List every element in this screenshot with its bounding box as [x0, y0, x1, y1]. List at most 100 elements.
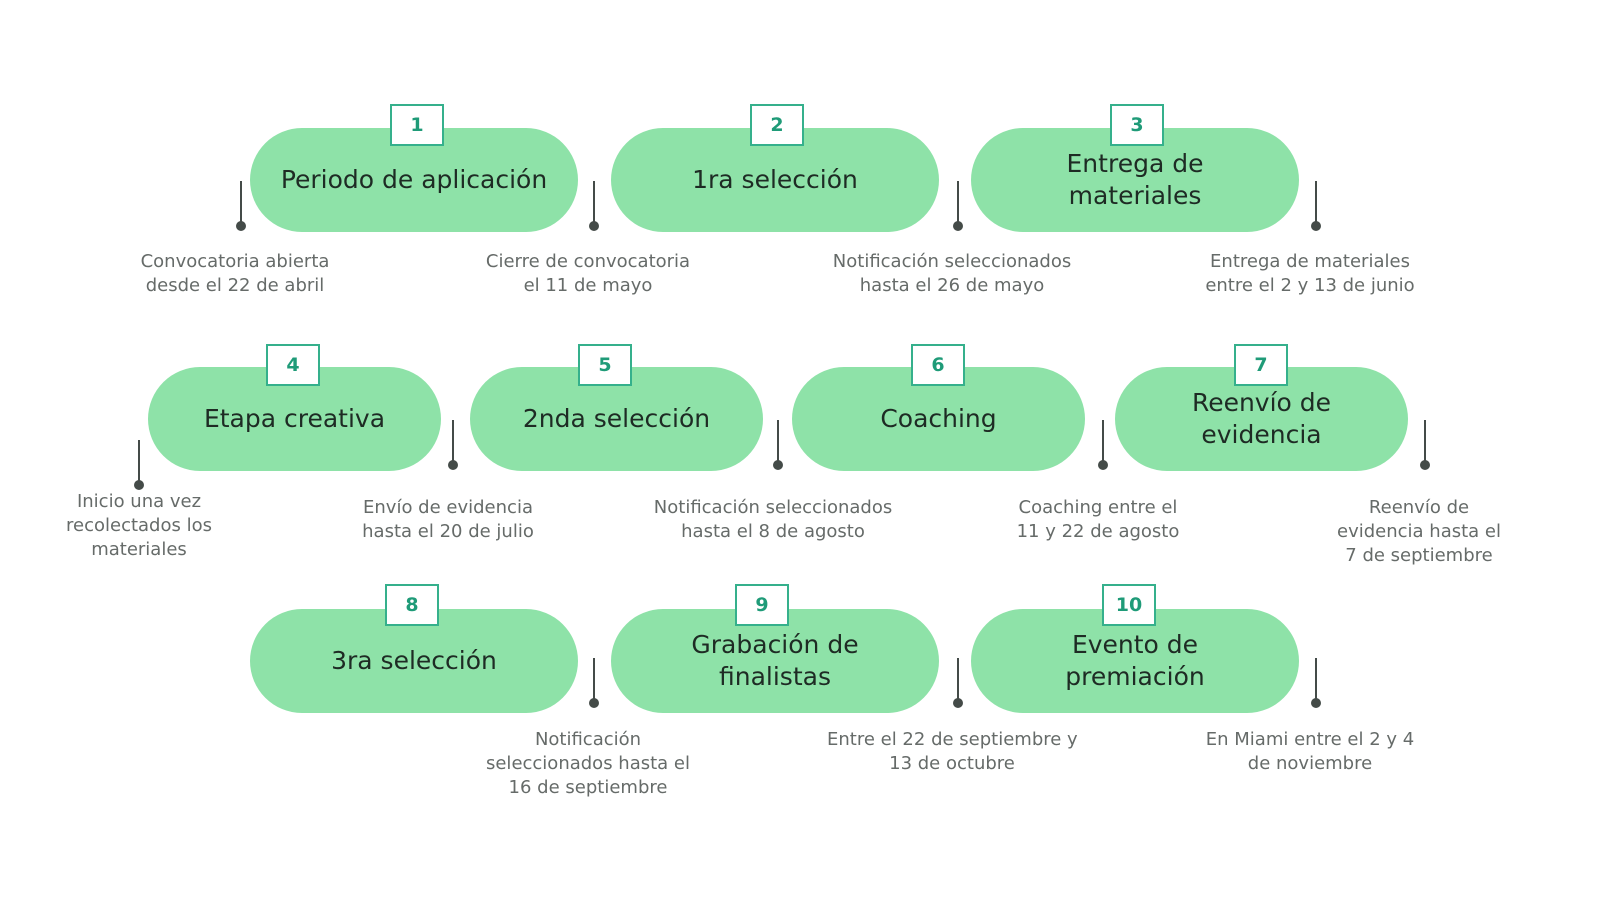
- step-number-badge: 4: [266, 344, 320, 386]
- step-number-badge: 2: [750, 104, 804, 146]
- pin-dot: [773, 460, 783, 470]
- date-note-line: desde el 22 de abril: [145, 275, 325, 296]
- date-note: Coaching entre el 11 y 22 de agosto: [973, 496, 1223, 544]
- timeline-pin: [448, 420, 458, 470]
- date-note: Convocatoria abierta desde el 22 de abril: [110, 250, 360, 298]
- date-note-line: Inicio una vez: [76, 491, 202, 512]
- timeline-pin: [1098, 420, 1108, 470]
- pin-dot: [1420, 460, 1430, 470]
- pin-stem: [1315, 181, 1317, 225]
- date-note-line: Entre el 22 de septiembre y: [827, 729, 1078, 750]
- step-number-badge: 6: [911, 344, 965, 386]
- pin-stem: [593, 658, 595, 702]
- pin-dot: [1098, 460, 1108, 470]
- step-pill: Coaching: [792, 367, 1085, 471]
- timeline-pin: [953, 658, 963, 708]
- step-number-badge: 3: [1110, 104, 1164, 146]
- timeline-pin: [1311, 181, 1321, 231]
- step-number-badge: 10: [1102, 584, 1156, 626]
- pin-stem: [1102, 420, 1104, 464]
- step-label: Coaching: [880, 404, 997, 433]
- step-label: Entrega de materiales: [1066, 149, 1204, 210]
- timeline-pin: [134, 440, 144, 490]
- date-note-line: Cierre de convocatoria: [485, 251, 691, 272]
- date-note-line: 7 de septiembre: [1345, 545, 1493, 566]
- step-pill: Grabación de finalistas: [611, 609, 939, 713]
- timeline-pin: [589, 658, 599, 708]
- date-note: Inicio una vez recolectados los materiales: [14, 490, 264, 562]
- date-note-line: de noviembre: [1247, 753, 1373, 774]
- date-note-line: Convocatoria abierta: [140, 251, 330, 272]
- step-number-badge: 8: [385, 584, 439, 626]
- date-note-line: seleccionados hasta el: [485, 753, 690, 774]
- step-label: 3ra selección: [331, 646, 497, 675]
- date-note-line: Coaching entre el: [1018, 497, 1178, 518]
- step-label: Periodo de aplicación: [280, 165, 548, 194]
- step-label: Etapa creativa: [203, 404, 386, 433]
- date-note: En Miami entre el 2 y 4 de noviembre: [1185, 728, 1435, 776]
- date-note-line: Reenvío de: [1368, 497, 1470, 518]
- date-note-line: Notificación: [534, 729, 642, 750]
- step-label: Reenvío de evidencia: [1191, 388, 1332, 449]
- pin-dot: [134, 480, 144, 490]
- date-note: Cierre de convocatoria el 11 de mayo: [463, 250, 713, 298]
- pin-dot: [953, 221, 963, 231]
- step-number-badge: 1: [390, 104, 444, 146]
- step-pill: Etapa creativa: [148, 367, 441, 471]
- date-note: Reenvío de evidencia hasta el 7 de septiem…: [1294, 496, 1544, 568]
- step-label: Evento de premiación: [1065, 630, 1205, 691]
- step-pill: 1ra selección: [611, 128, 939, 232]
- pin-stem: [957, 181, 959, 225]
- timeline-pin: [953, 181, 963, 231]
- timeline-pin: [1311, 658, 1321, 708]
- date-note-line: hasta el 26 de mayo: [859, 275, 1045, 296]
- date-note-line: Notificación seleccionados: [653, 497, 893, 518]
- timeline-pin: [1420, 420, 1430, 470]
- timeline-pin: [236, 181, 246, 231]
- timeline-pin: [773, 420, 783, 470]
- step-number-badge: 9: [735, 584, 789, 626]
- date-note-line: 16 de septiembre: [508, 777, 668, 798]
- step-number-badge: 5: [578, 344, 632, 386]
- date-note-line: hasta el 8 de agosto: [681, 521, 865, 542]
- pin-stem: [1424, 420, 1426, 464]
- pin-stem: [593, 181, 595, 225]
- date-note: Notificación seleccionados hasta el 16 de …: [463, 728, 713, 800]
- pin-dot: [236, 221, 246, 231]
- step-label: 1ra selección: [692, 165, 858, 194]
- pin-dot: [953, 698, 963, 708]
- date-note: Entre el 22 de septiembre y 13 de octubre: [827, 728, 1078, 776]
- date-note: Notificación seleccionados hasta el 8 de …: [648, 496, 898, 544]
- pin-dot: [1311, 698, 1321, 708]
- pin-stem: [452, 420, 454, 464]
- date-note-line: En Miami entre el 2 y 4: [1205, 729, 1415, 750]
- step-number-badge: 7: [1234, 344, 1288, 386]
- pin-dot: [589, 698, 599, 708]
- timeline-pin: [589, 181, 599, 231]
- pin-dot: [1311, 221, 1321, 231]
- date-note-line: evidencia hasta el: [1337, 521, 1501, 542]
- date-note-line: recolectados los: [66, 515, 212, 536]
- date-note-line: Envío de evidencia: [363, 497, 533, 518]
- pin-dot: [448, 460, 458, 470]
- step-label: 2nda selección: [522, 404, 711, 433]
- date-note: Entrega de materiales entre el 2 y 13 de …: [1185, 250, 1435, 298]
- date-note-line: el 11 de mayo: [523, 275, 653, 296]
- pin-stem: [1315, 658, 1317, 702]
- date-note-line: Entrega de materiales: [1210, 251, 1410, 272]
- date-note-line: 13 de octubre: [889, 753, 1015, 774]
- date-note: Envío de evidencia hasta el 20 de julio: [323, 496, 573, 544]
- pin-stem: [777, 420, 779, 464]
- date-note-line: 11 y 22 de agosto: [1016, 521, 1180, 542]
- step-label: Grabación de finalistas: [691, 630, 859, 691]
- date-note-line: hasta el 20 de julio: [362, 521, 534, 542]
- pin-stem: [138, 440, 140, 484]
- step-pill: 3ra selección: [250, 609, 578, 713]
- step-pill: Evento de premiación: [971, 609, 1299, 713]
- pin-dot: [589, 221, 599, 231]
- pin-stem: [957, 658, 959, 702]
- date-note-line: entre el 2 y 13 de junio: [1205, 275, 1415, 296]
- date-note-line: materiales: [91, 539, 187, 560]
